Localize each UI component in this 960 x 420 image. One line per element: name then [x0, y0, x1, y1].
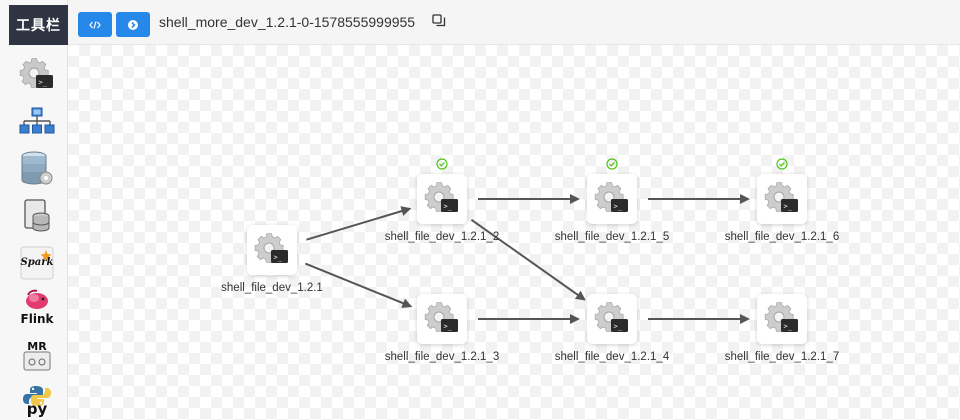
tool-flink[interactable]: Flink [18, 289, 56, 329]
toolbar-title: 工具栏 [9, 5, 68, 45]
tool-procedure[interactable] [18, 150, 56, 188]
svg-text:>_: >_ [39, 79, 48, 87]
header-bar: shell_more_dev_1.2.1-0-1578555999955 [68, 0, 960, 45]
shell-task-icon: >_ [594, 302, 628, 332]
dag-node-label: shell_file_dev_1.2.1_4 [554, 351, 670, 363]
dag-node-label: shell_file_dev_1.2.1_3 [384, 351, 500, 363]
spark-logo-icon [20, 246, 54, 280]
svg-text:>_: >_ [444, 323, 453, 331]
shell-task-icon: >_ [764, 302, 798, 332]
python-logo-icon [23, 386, 51, 406]
shell-task-icon: >_ [764, 182, 798, 212]
shell-task-icon: >_ [424, 182, 458, 212]
shell-gear-icon: >_ [19, 58, 53, 88]
success-check-icon [606, 157, 618, 170]
python-label: py [26, 400, 48, 418]
dag-node-label: shell_file_dev_1.2.1_6 [724, 231, 840, 243]
dag-edge-n1-n2[interactable] [306, 206, 412, 241]
run-button[interactable] [116, 12, 150, 37]
org-tree-icon [19, 107, 55, 134]
dag-node-n4[interactable]: >_ [587, 294, 637, 344]
tool-sql[interactable] [18, 197, 56, 235]
dag-node-n3[interactable]: >_ [417, 294, 467, 344]
dag-node-label: shell_file_dev_1.2.1_7 [724, 351, 840, 363]
svg-text:>_: >_ [614, 203, 623, 211]
dag-edge-n1-n3[interactable] [304, 262, 413, 308]
code-view-button[interactable] [78, 12, 112, 37]
tool-shell[interactable]: >_ [18, 56, 56, 94]
svg-text:>_: >_ [614, 323, 623, 331]
shell-task-icon: >_ [254, 233, 288, 263]
success-check-icon [436, 157, 448, 170]
svg-text:>_: >_ [274, 254, 283, 262]
dag-node-label: shell_file_dev_1.2.1_5 [554, 231, 670, 243]
success-check-icon [776, 157, 788, 170]
dag-edge-n2-n4[interactable] [470, 218, 586, 301]
circle-chevron-right-icon [128, 19, 138, 30]
dag-node-n6[interactable]: >_ [757, 174, 807, 224]
mr-icon [23, 351, 51, 371]
dag-node-label: shell_file_dev_1.2.1_2 [384, 231, 500, 243]
dag-node-n5[interactable]: >_ [587, 174, 637, 224]
mr-label: MR [27, 340, 47, 353]
dag-node-n7[interactable]: >_ [757, 294, 807, 344]
tool-spark[interactable]: Spark [18, 244, 56, 282]
toolbar: 工具栏 >_ [0, 0, 68, 420]
svg-text:>_: >_ [784, 203, 793, 211]
flow-title: shell_more_dev_1.2.1-0-1578555999955 [159, 14, 416, 30]
shell-task-icon: >_ [594, 182, 628, 212]
tool-sub-process[interactable] [18, 103, 56, 141]
sql-file-icon [24, 199, 50, 232]
flink-logo-icon [26, 289, 48, 309]
edges-layer [304, 194, 750, 324]
database-stack-icon [21, 151, 53, 185]
shell-task-icon: >_ [424, 302, 458, 332]
tool-mr[interactable]: MR [18, 338, 56, 376]
code-icon [89, 20, 101, 29]
dag-node-n2[interactable]: >_ [417, 174, 467, 224]
svg-text:>_: >_ [444, 203, 453, 211]
copy-icon[interactable] [432, 14, 446, 28]
svg-text:>_: >_ [784, 323, 793, 331]
dag-node-label: shell_file_dev_1.2.1 [221, 282, 323, 294]
dag-node-n1[interactable]: >_ [247, 225, 297, 275]
spark-label: Spark [20, 257, 54, 268]
dag-canvas[interactable]: >_ shell_file_dev_1.2.1 >_ shell_file_dev_1… [68, 45, 960, 420]
tool-python[interactable]: py [18, 382, 56, 420]
flink-label: Flink [20, 312, 54, 326]
